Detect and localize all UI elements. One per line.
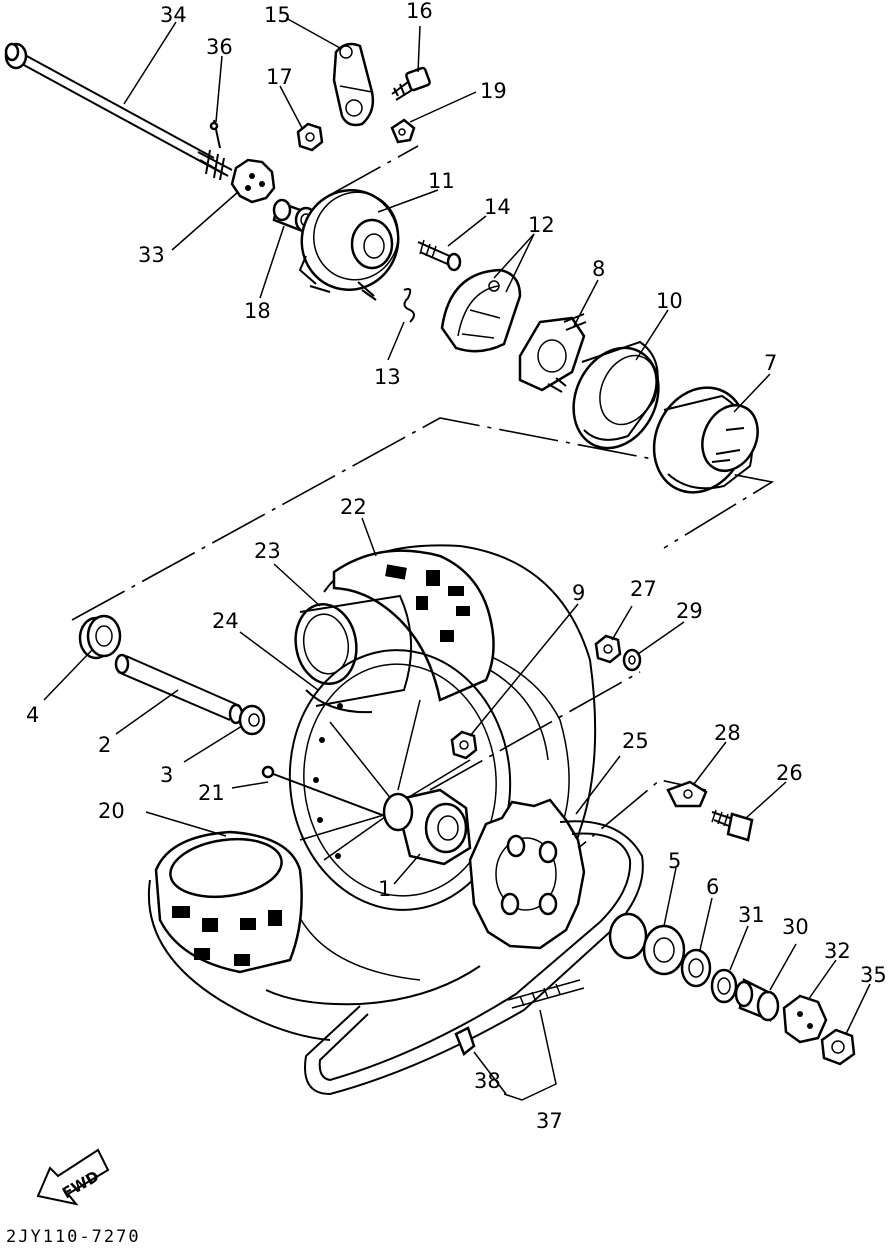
callout-31: 31 — [738, 903, 765, 927]
hub-washer-part — [622, 648, 642, 672]
callout-25: 25 — [622, 729, 649, 753]
wheel-group-outline — [71, 417, 775, 621]
spoke-set-part — [261, 765, 391, 819]
callout-1: 1 — [378, 877, 391, 901]
master-link-part — [454, 1026, 476, 1057]
axle-right-outline — [429, 671, 641, 791]
right-bearing-part — [608, 912, 686, 976]
brake-shoe-part — [440, 268, 522, 353]
rim-band-part — [305, 689, 373, 714]
upper-tire-tread — [332, 549, 495, 702]
spacer-part — [114, 653, 244, 725]
callout-32: 32 — [824, 939, 851, 963]
callout-22: 22 — [340, 495, 367, 519]
driven-sprocket-part — [468, 798, 586, 950]
callout-7: 7 — [764, 351, 777, 375]
callout-10: 10 — [656, 289, 683, 313]
callout-3: 3 — [160, 763, 173, 787]
leader-lines — [43, 17, 871, 1101]
adjusting-bolt-part — [711, 809, 754, 842]
callout-34: 34 — [160, 3, 187, 27]
callout-13: 13 — [374, 365, 401, 389]
callout-6: 6 — [706, 875, 719, 899]
axle-nut-part — [230, 158, 276, 204]
sprocket-nut-part — [450, 730, 478, 760]
left-bearing-part — [78, 614, 122, 660]
rear-hub-part — [652, 386, 759, 494]
brake-drum-ring-part — [572, 340, 660, 450]
wheel-hub-part — [382, 788, 472, 866]
callout-29: 29 — [676, 599, 703, 623]
callout-26: 26 — [776, 761, 803, 785]
callout-17: 17 — [266, 65, 293, 89]
callout-8: 8 — [592, 257, 605, 281]
washer-part — [710, 968, 738, 1004]
cotter-pin-part — [209, 119, 221, 149]
axle-part — [4, 42, 233, 181]
forward-arrow-icon: FWD — [36, 1148, 110, 1206]
callout-14: 14 — [484, 195, 511, 219]
hub-clutch-part — [518, 313, 587, 393]
hub-nut-part — [594, 634, 622, 664]
lever-nut-part — [296, 122, 324, 152]
spacer-flange-part — [238, 704, 266, 736]
brake-group-outline — [327, 145, 419, 197]
drive-chain-part — [304, 820, 644, 1096]
callout-19: 19 — [480, 79, 507, 103]
callout-16: 16 — [406, 0, 433, 23]
anchor-pin-part — [417, 239, 462, 272]
callout-24: 24 — [212, 609, 239, 633]
callout-30: 30 — [782, 915, 809, 939]
callout-37: 37 — [536, 1109, 563, 1133]
wheel-rim-part — [288, 649, 512, 911]
lower-tire-tread — [154, 830, 303, 974]
right-collar-part — [734, 978, 780, 1022]
callout-4: 4 — [26, 703, 39, 727]
inner-tube-part — [294, 594, 413, 707]
callout-23: 23 — [254, 539, 281, 563]
callout-21: 21 — [198, 781, 225, 805]
fwd-label: FWD — [59, 1167, 102, 1202]
oil-seal-part — [680, 948, 712, 988]
wear-indicator-part — [390, 118, 416, 144]
callout-12: 12 — [528, 213, 555, 237]
lever-bolt-part — [391, 66, 431, 101]
callout-9: 9 — [572, 581, 585, 605]
right-axle-nut-part — [820, 1028, 856, 1066]
callout-18: 18 — [244, 299, 271, 323]
callout-2: 2 — [98, 733, 111, 757]
callout-20: 20 — [98, 799, 125, 823]
brake-cam-lever-part — [332, 42, 375, 127]
callout-15: 15 — [264, 3, 291, 27]
callout-numbers: 1 2 3 4 5 6 7 8 9 10 11 12 13 14 15 16 1… — [26, 0, 887, 1133]
return-spring-part — [403, 288, 415, 323]
callout-36: 36 — [206, 35, 233, 59]
brake-shoe-plate-part — [298, 188, 400, 301]
callout-38: 38 — [474, 1069, 501, 1093]
callout-33: 33 — [138, 243, 165, 267]
callout-28: 28 — [714, 721, 741, 745]
callout-35: 35 — [860, 963, 887, 987]
callout-11: 11 — [428, 169, 455, 193]
callout-27: 27 — [630, 577, 657, 601]
diagram-code: 2JY110-7270 — [6, 1227, 141, 1247]
callout-5: 5 — [668, 849, 681, 873]
bracket-part — [666, 780, 708, 808]
chain-puller-part — [782, 994, 828, 1044]
